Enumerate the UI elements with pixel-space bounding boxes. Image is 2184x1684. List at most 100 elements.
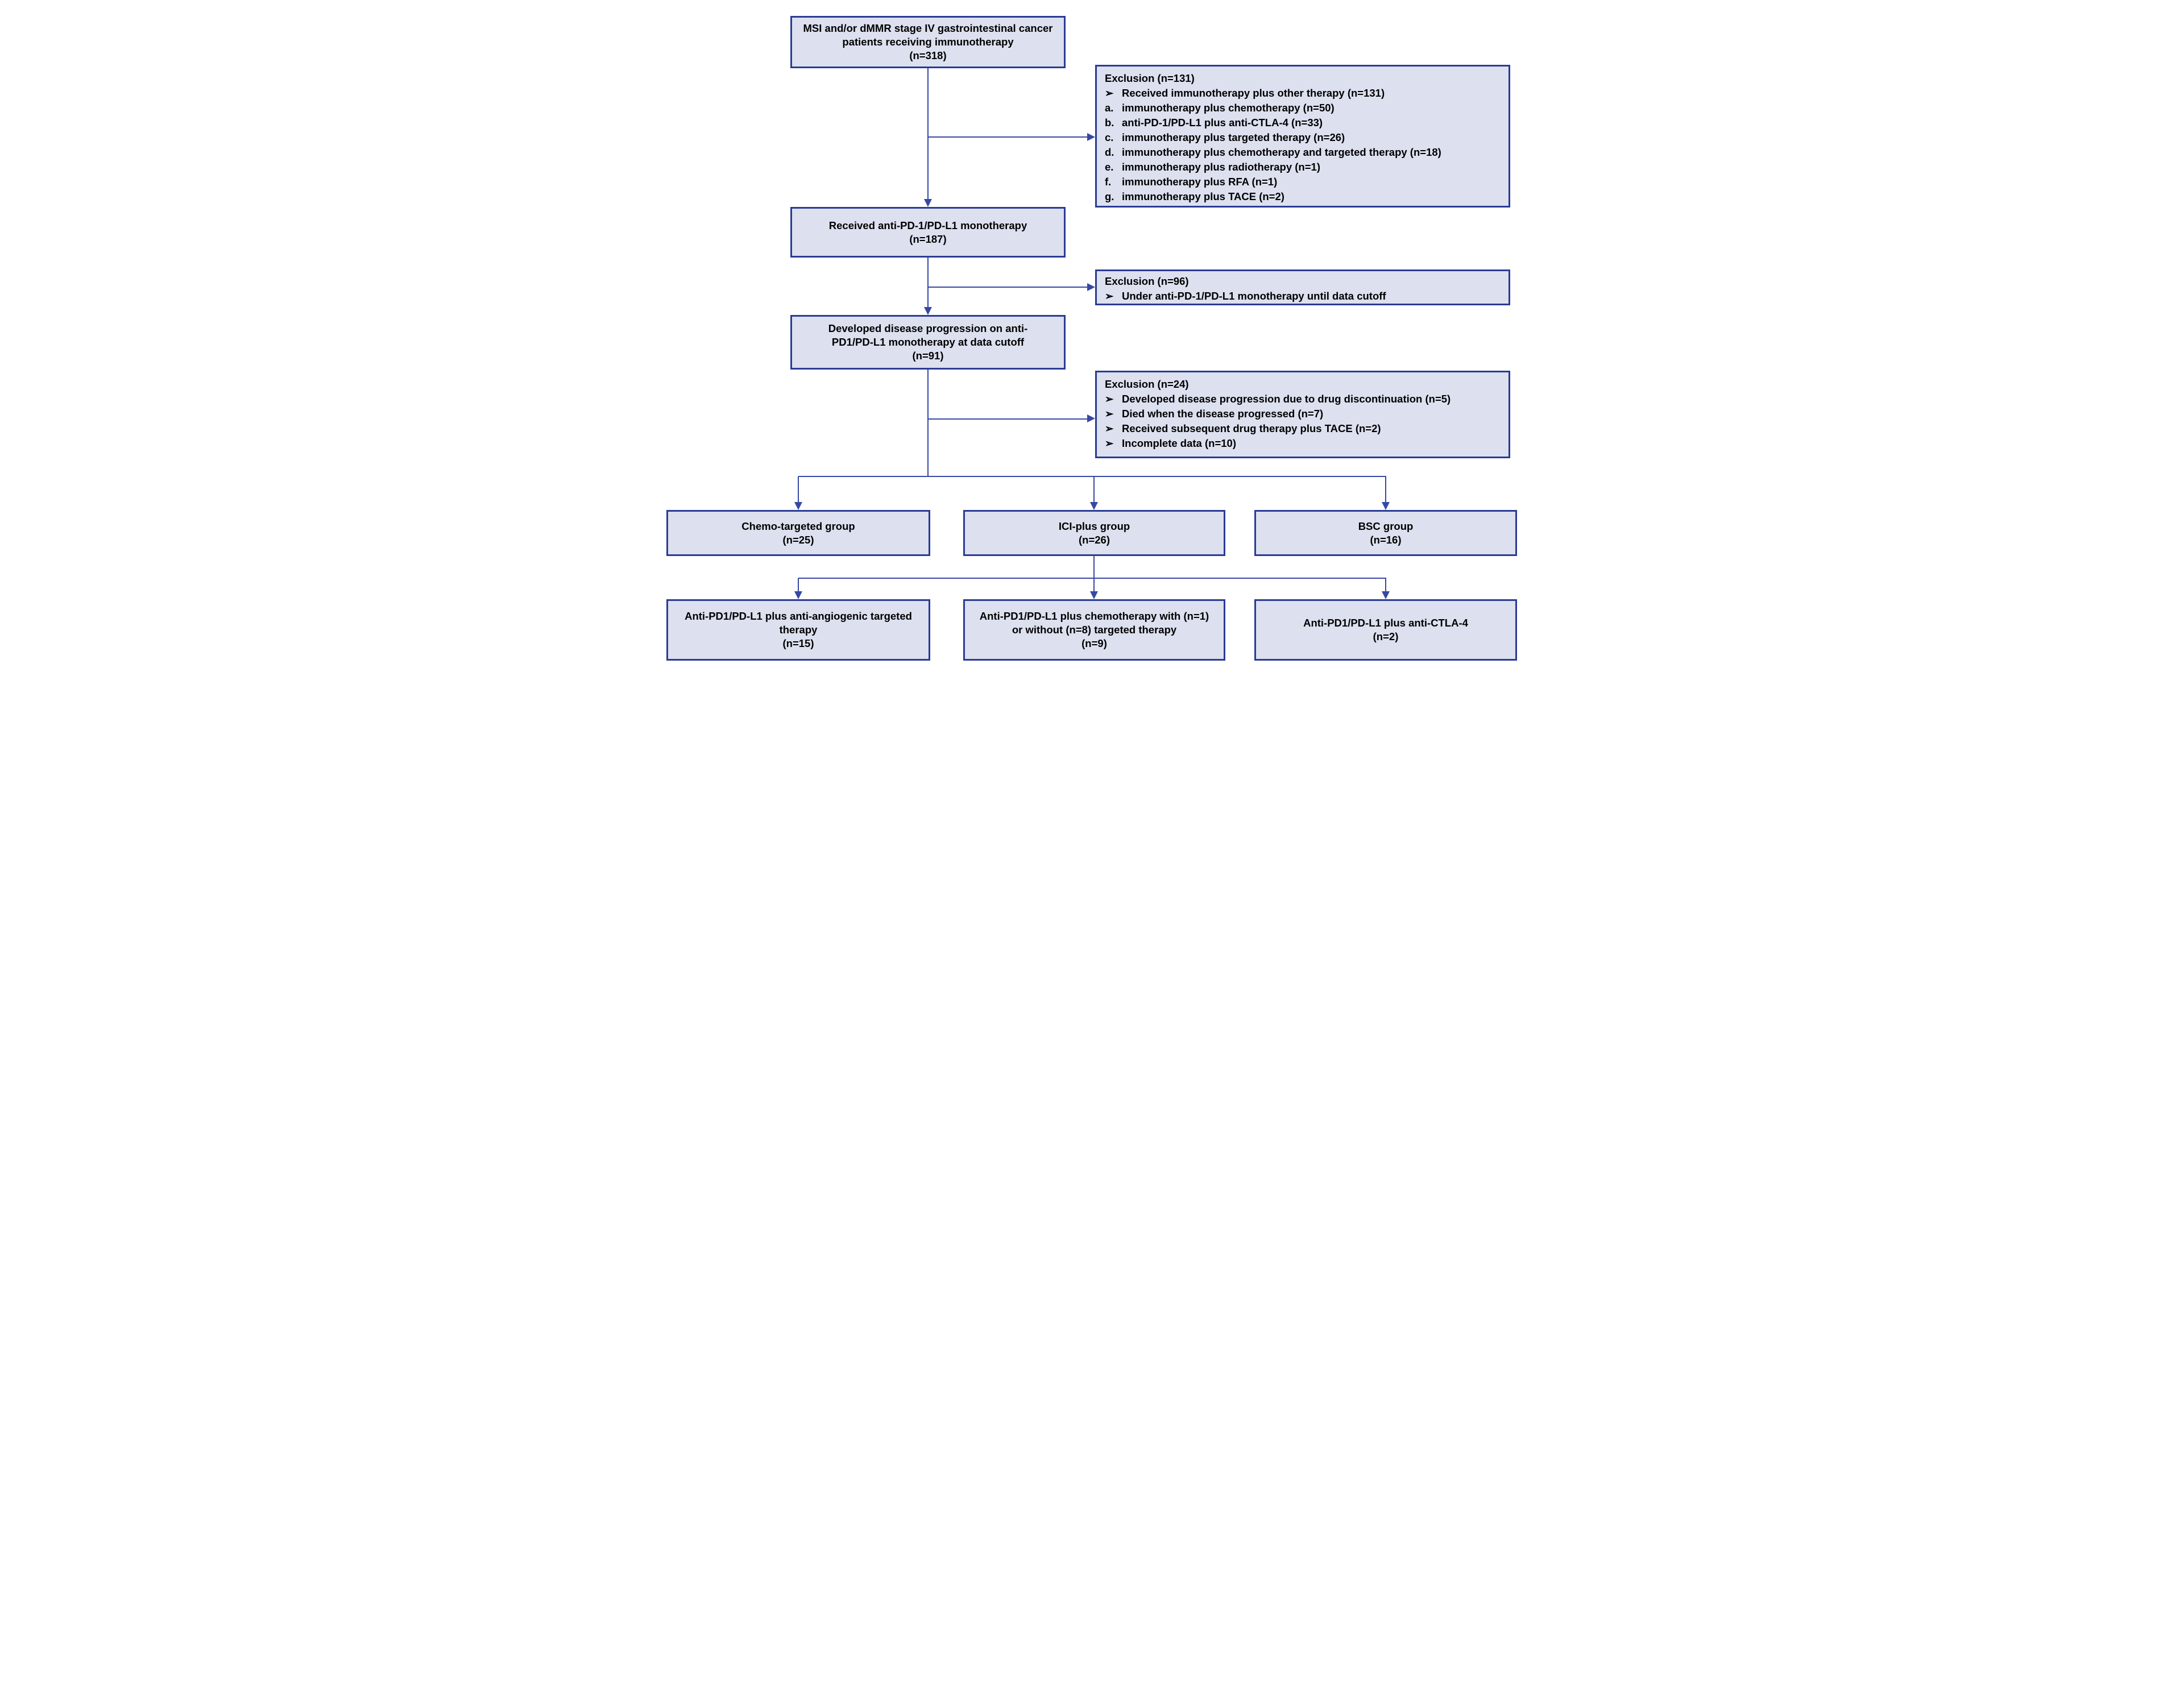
exclusion-item: a. immunotherapy plus chemotherapy (n=50…	[1105, 101, 1501, 115]
item-marker: ➢	[1105, 290, 1114, 302]
item-marker: c.	[1105, 131, 1114, 143]
chemo-subgroup-label: Anti-PD1/PD-L1 plus chemotherapy with (n…	[979, 610, 1209, 636]
patient-flow-diagram: MSI and/or dMMR stage IV gastrointestina…	[655, 0, 1529, 674]
exclusion-item: ➢ Developed disease progression due to d…	[1105, 392, 1501, 407]
connector-line	[927, 370, 929, 477]
item-text: Developed disease progression due to dru…	[1122, 393, 1451, 405]
item-marker: ➢	[1105, 408, 1114, 420]
connector-line	[927, 68, 929, 200]
connector-line	[1385, 578, 1386, 591]
arrowhead-right-icon	[1087, 133, 1095, 141]
connector-line	[798, 578, 1386, 579]
item-marker: g.	[1105, 190, 1114, 202]
exclusion1-list: ➢ Received immunotherapy plus other ther…	[1105, 86, 1501, 204]
exclusion2-title: Exclusion (n=96)	[1105, 275, 1189, 287]
anti-angiogenic-subgroup-count: (n=15)	[782, 637, 814, 649]
arrowhead-down-icon	[1382, 502, 1390, 510]
arrowhead-down-icon	[924, 199, 932, 207]
anti-angiogenic-subgroup-box: Anti-PD1/PD-L1 plus anti-angiogenic targ…	[666, 599, 930, 661]
arrowhead-down-icon	[1382, 591, 1390, 599]
connector-line	[798, 476, 799, 502]
connector-line	[1385, 476, 1386, 502]
exclusion-item: f. immunotherapy plus RFA (n=1)	[1105, 175, 1501, 189]
item-marker: a.	[1105, 102, 1114, 114]
connector-line	[1093, 556, 1095, 578]
item-text: Under anti-PD-1/PD-L1 monotherapy until …	[1122, 290, 1386, 302]
item-text: immunotherapy plus radiotherapy (n=1)	[1122, 161, 1320, 173]
connector-line	[1093, 578, 1095, 591]
exclusion1-box: Exclusion (n=131) ➢ Received immunothera…	[1095, 65, 1510, 208]
chemo-subgroup-box: Anti-PD1/PD-L1 plus chemotherapy with (n…	[963, 599, 1225, 661]
monotherapy-box: Received anti-PD-1/PD-L1 monotherapy (n=…	[790, 207, 1066, 258]
item-text: immunotherapy plus TACE (n=2)	[1122, 190, 1284, 202]
item-text: immunotherapy plus RFA (n=1)	[1122, 176, 1278, 188]
item-text: Died when the disease progressed (n=7)	[1122, 408, 1324, 420]
progression-count: (n=91)	[912, 350, 944, 362]
exclusion3-list: ➢ Developed disease progression due to d…	[1105, 392, 1501, 451]
ici-plus-group-count: (n=26)	[1078, 533, 1110, 546]
exclusion-item: g. immunotherapy plus TACE (n=2)	[1105, 189, 1501, 204]
exclusion-item: ➢ Received immunotherapy plus other ther…	[1105, 86, 1501, 101]
enrollment-count: (n=318)	[909, 49, 947, 61]
exclusion3-title: Exclusion (n=24)	[1105, 378, 1189, 390]
item-marker: ➢	[1105, 393, 1114, 405]
bsc-group-count: (n=16)	[1370, 533, 1402, 546]
item-marker: ➢	[1105, 87, 1114, 99]
exclusion3-box: Exclusion (n=24) ➢ Developed disease pro…	[1095, 371, 1510, 458]
arrowhead-down-icon	[1090, 502, 1098, 510]
connector-line	[798, 578, 799, 591]
monotherapy-count: (n=187)	[909, 233, 947, 245]
item-text: immunotherapy plus targeted therapy (n=2…	[1122, 131, 1345, 143]
item-text: immunotherapy plus chemotherapy (n=50)	[1122, 102, 1335, 114]
exclusion-item: ➢ Died when the disease progressed (n=7)	[1105, 407, 1501, 421]
ici-plus-group-label: ICI-plus group	[1058, 520, 1130, 532]
connector-line	[798, 476, 1386, 477]
chemo-targeted-group-count: (n=25)	[782, 533, 814, 546]
anti-ctla4-subgroup-label: Anti-PD1/PD-L1 plus anti-CTLA-4	[1303, 617, 1468, 629]
item-marker: ➢	[1105, 422, 1114, 434]
arrowhead-right-icon	[1087, 283, 1095, 291]
ici-plus-group-box: ICI-plus group (n=26)	[963, 510, 1225, 556]
monotherapy-label: Received anti-PD-1/PD-L1 monotherapy	[828, 219, 1027, 231]
chemo-targeted-group-label: Chemo-targeted group	[741, 520, 855, 532]
exclusion-item: c. immunotherapy plus targeted therapy (…	[1105, 130, 1501, 145]
chemo-targeted-group-box: Chemo-targeted group (n=25)	[666, 510, 930, 556]
exclusion-item: d. immunotherapy plus chemotherapy and t…	[1105, 145, 1501, 160]
exclusion-item: ➢ Under anti-PD-1/PD-L1 monotherapy unti…	[1105, 289, 1501, 304]
anti-ctla4-subgroup-box: Anti-PD1/PD-L1 plus anti-CTLA-4 (n=2)	[1254, 599, 1517, 661]
item-text: Received immunotherapy plus other therap…	[1122, 87, 1385, 99]
item-text: anti-PD-1/PD-L1 plus anti-CTLA-4 (n=33)	[1122, 117, 1323, 128]
arrowhead-down-icon	[794, 591, 802, 599]
anti-angiogenic-subgroup-label: Anti-PD1/PD-L1 plus anti-angiogenic targ…	[685, 610, 912, 636]
item-marker: ➢	[1105, 437, 1114, 449]
connector-line	[928, 287, 1088, 288]
item-marker: e.	[1105, 161, 1114, 173]
exclusion2-box: Exclusion (n=96) ➢ Under anti-PD-1/PD-L1…	[1095, 269, 1510, 305]
item-marker: b.	[1105, 117, 1114, 128]
exclusion-item: b. anti-PD-1/PD-L1 plus anti-CTLA-4 (n=3…	[1105, 115, 1501, 130]
bsc-group-box: BSC group (n=16)	[1254, 510, 1517, 556]
exclusion-item: ➢ Received subsequent drug therapy plus …	[1105, 421, 1501, 436]
connector-line	[928, 136, 1088, 138]
enrollment-box: MSI and/or dMMR stage IV gastrointestina…	[790, 16, 1066, 68]
arrowhead-right-icon	[1087, 414, 1095, 422]
item-text: Received subsequent drug therapy plus TA…	[1122, 422, 1381, 434]
item-text: Incomplete data (n=10)	[1122, 437, 1236, 449]
exclusion-item: e. immunotherapy plus radiotherapy (n=1)	[1105, 160, 1501, 175]
bsc-group-label: BSC group	[1358, 520, 1414, 532]
connector-line	[927, 258, 929, 307]
item-text: immunotherapy plus chemotherapy and targ…	[1122, 146, 1441, 158]
arrowhead-down-icon	[794, 502, 802, 510]
arrowhead-down-icon	[924, 307, 932, 315]
connector-line	[1093, 476, 1095, 502]
exclusion2-list: ➢ Under anti-PD-1/PD-L1 monotherapy unti…	[1105, 289, 1501, 304]
item-marker: d.	[1105, 146, 1114, 158]
item-marker: f.	[1105, 176, 1112, 188]
exclusion-item: ➢ Incomplete data (n=10)	[1105, 436, 1501, 451]
connector-line	[928, 418, 1088, 420]
enrollment-label: MSI and/or dMMR stage IV gastrointestina…	[803, 22, 1053, 48]
exclusion1-title: Exclusion (n=131)	[1105, 72, 1195, 84]
progression-label: Developed disease progression on anti-PD…	[828, 322, 1028, 348]
chemo-subgroup-count: (n=9)	[1081, 637, 1107, 649]
anti-ctla4-subgroup-count: (n=2)	[1373, 631, 1399, 642]
